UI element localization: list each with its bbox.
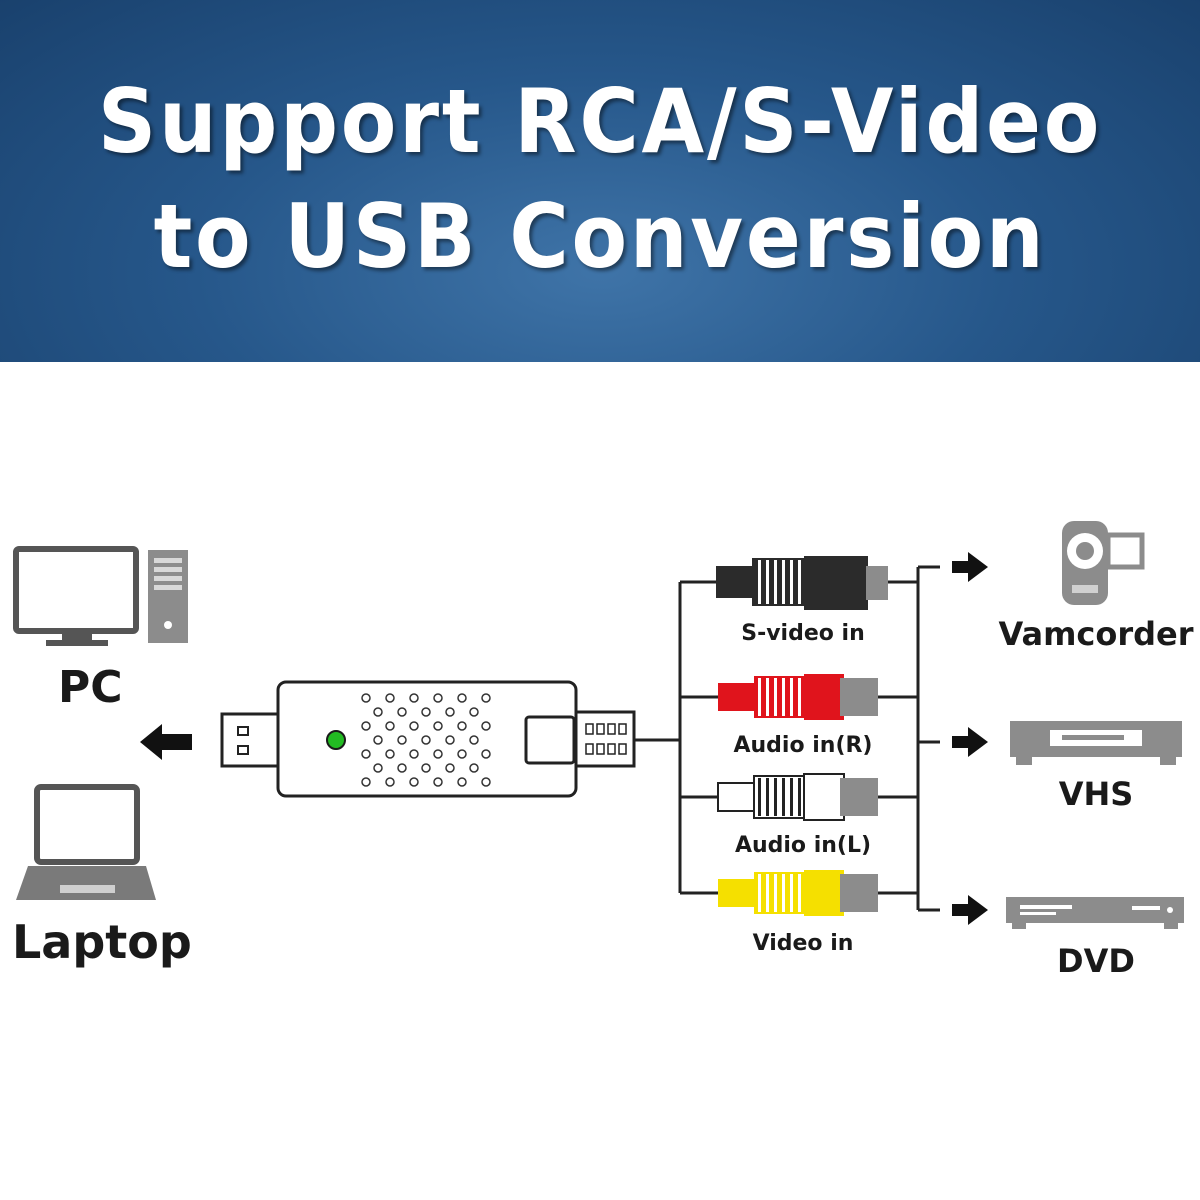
header-banner: Support RCA/S-Video to USB Conversion [0, 0, 1200, 362]
dvd-label: DVD [1057, 942, 1135, 980]
dvd-icon [1006, 897, 1184, 929]
strain-relief [585, 723, 627, 755]
pc-label: PC [58, 662, 123, 713]
audio-right-plug [718, 674, 878, 720]
svideo-label: S-video in [741, 621, 865, 646]
svideo-plug [716, 556, 888, 610]
arrow-right-icon [952, 552, 988, 582]
headline-line-2: to USB Conversion [153, 185, 1047, 288]
camcorder-label: Vamcorder [998, 615, 1193, 653]
connection-diagram: PC Laptop S-video in [12, 521, 1194, 980]
vent-holes [361, 693, 491, 787]
video-label: Video in [753, 931, 854, 956]
video-plug [718, 870, 878, 916]
camcorder-icon [1062, 521, 1145, 605]
vhs-icon [1010, 721, 1182, 765]
arrow-left-icon [140, 724, 192, 760]
laptop-icon [16, 784, 156, 900]
audio-right-label: Audio in(R) [733, 733, 872, 758]
audio-left-plug [717, 773, 878, 821]
headline-line-1: Support RCA/S-Video [97, 70, 1103, 173]
audio-left-label: Audio in(L) [735, 833, 871, 858]
status-led-icon [326, 730, 346, 750]
arrow-right-icon [952, 727, 988, 757]
vhs-label: VHS [1059, 775, 1134, 813]
pc-icon [13, 546, 188, 646]
arrow-right-icon [952, 895, 988, 925]
laptop-label: Laptop [12, 915, 192, 969]
usb-capture-device [220, 680, 636, 798]
